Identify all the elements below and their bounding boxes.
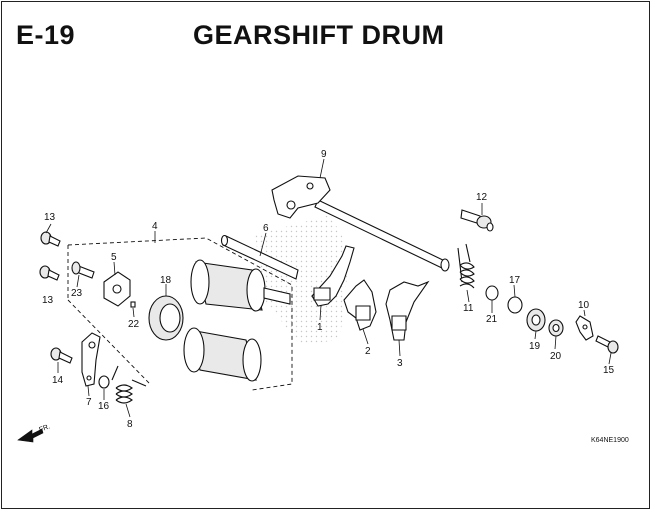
part-22-pin[interactable] xyxy=(130,301,136,308)
part-9-gearshift-spindle[interactable] xyxy=(271,175,450,272)
part-14-bolt[interactable] xyxy=(50,347,73,364)
part-label-6: 6 xyxy=(263,223,269,234)
part-label-3: 3 xyxy=(397,358,403,369)
part-label-10: 10 xyxy=(578,300,590,311)
part-18-bearing[interactable] xyxy=(148,295,184,341)
part-label-17: 17 xyxy=(509,275,521,286)
gearshift-drum-upper[interactable] xyxy=(190,259,291,312)
part-label-13-upper: 13 xyxy=(44,212,56,223)
assembly-bracket-4 xyxy=(67,237,293,391)
part-label-8: 8 xyxy=(127,419,133,430)
leader-lines xyxy=(45,158,612,418)
part-label-5: 5 xyxy=(111,252,117,263)
gearshift-drum-lower[interactable] xyxy=(183,327,262,382)
diagram-code-title: E-19 xyxy=(16,20,76,50)
front-direction-arrow: FR. xyxy=(17,423,51,443)
part-label-12: 12 xyxy=(476,192,488,203)
part-label-19: 19 xyxy=(529,341,541,352)
part-label-21: 21 xyxy=(486,314,498,325)
part-23-bolt[interactable] xyxy=(71,261,95,279)
part-19-bearing[interactable] xyxy=(526,308,546,332)
part-label-16: 16 xyxy=(98,401,110,412)
part-label-22: 22 xyxy=(128,319,140,330)
part-13-bolt-upper[interactable] xyxy=(40,231,61,247)
diagram-title: GEARSHIFT DRUM xyxy=(193,20,445,50)
watermark-wing xyxy=(255,215,350,345)
part-3-shift-fork[interactable] xyxy=(385,280,430,341)
part-label-11: 11 xyxy=(463,303,474,314)
part-label-18: 18 xyxy=(160,275,172,286)
part-16-washer[interactable] xyxy=(98,375,110,389)
part-13-bolt-lower[interactable] xyxy=(39,265,60,281)
part-10-stopper-plate[interactable] xyxy=(575,315,594,341)
diagram-frame xyxy=(1,1,650,509)
part-label-4: 4 xyxy=(152,221,158,232)
part-6-shift-fork-shaft[interactable] xyxy=(220,234,299,280)
part-15-bolt[interactable] xyxy=(595,335,619,354)
part-label-13-lower: 13 xyxy=(42,295,54,306)
part-12-bolt[interactable] xyxy=(460,209,494,232)
part-label-2: 2 xyxy=(365,346,371,357)
part-label-7: 7 xyxy=(86,397,92,408)
part-21-circlip[interactable] xyxy=(485,285,499,301)
part-label-14: 14 xyxy=(52,375,64,386)
part-label-20: 20 xyxy=(550,351,562,362)
part-11-return-spring[interactable] xyxy=(457,243,475,289)
part-label-15: 15 xyxy=(603,365,615,376)
part-20-collar[interactable] xyxy=(548,319,564,337)
part-label-23: 23 xyxy=(71,288,83,299)
part-8-stopper-spring[interactable] xyxy=(111,365,147,404)
part-1-shift-fork[interactable] xyxy=(311,245,355,307)
part-17-washer[interactable] xyxy=(507,296,523,314)
part-5-drum-center[interactable] xyxy=(103,271,131,307)
part-7-stopper-arm[interactable] xyxy=(81,332,101,387)
part-2-shift-fork[interactable] xyxy=(343,279,377,331)
diagram-reference-code: K64NE1900 xyxy=(591,437,629,444)
part-label-9: 9 xyxy=(321,149,327,160)
front-direction-label: FR. xyxy=(38,423,51,433)
part-label-1: 1 xyxy=(317,322,323,333)
